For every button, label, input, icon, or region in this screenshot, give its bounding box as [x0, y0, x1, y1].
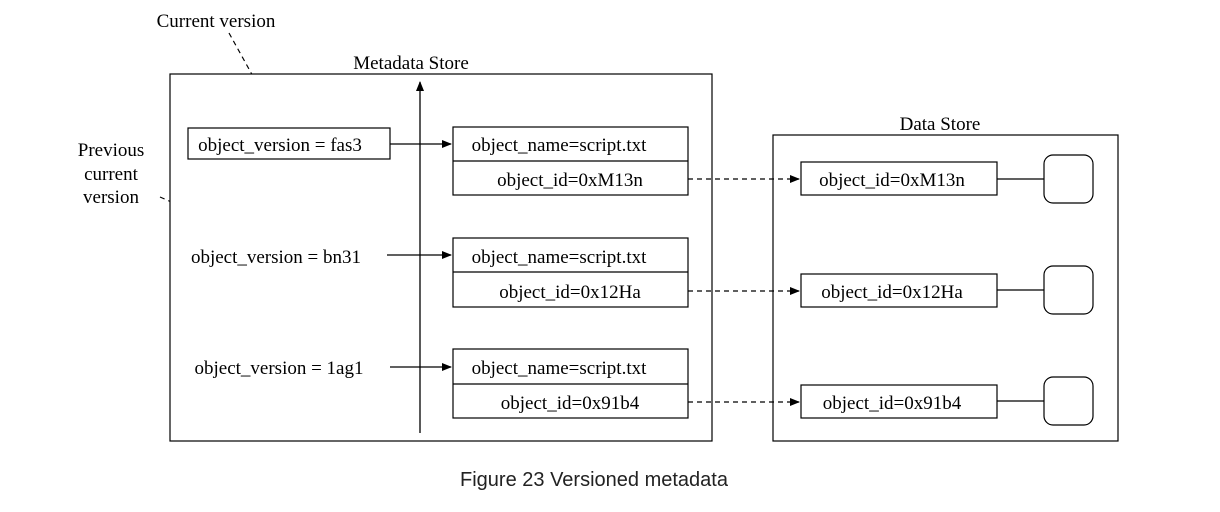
previous-version-label-line3: version — [83, 187, 139, 208]
object-name-3: object_name=script.txt — [472, 358, 648, 379]
data-blob-1 — [1043, 154, 1094, 204]
object-id-3: object_id=0x91b4 — [501, 393, 640, 414]
object-id-2: object_id=0x12Ha — [499, 282, 641, 303]
version-label-3: object_version = 1ag1 — [194, 358, 363, 379]
data-blob-2 — [1043, 265, 1094, 315]
object-name-1: object_name=script.txt — [472, 135, 648, 156]
data-store-title: Data Store — [900, 114, 981, 135]
data-object-id-1: object_id=0xM13n — [819, 170, 965, 191]
current-version-label: Current version — [157, 11, 276, 32]
previous-version-label-line1: Previous — [78, 140, 145, 161]
figure-caption: Figure 23 Versioned metadata — [460, 469, 729, 491]
version-label-2: object_version = bn31 — [191, 247, 361, 268]
data-record-2 — [800, 273, 998, 308]
data-object-id-2: object_id=0x12Ha — [821, 282, 963, 303]
version-label-1: object_version = fas3 — [198, 135, 362, 156]
object-id-1: object_id=0xM13n — [497, 170, 643, 191]
previous-version-label-line2: current — [84, 164, 139, 185]
data-blob-3 — [1043, 376, 1094, 426]
object-name-2: object_name=script.txt — [472, 247, 648, 268]
data-object-id-3: object_id=0x91b4 — [823, 393, 962, 414]
data-record-3 — [800, 384, 998, 419]
metadata-store-title: Metadata Store — [353, 53, 469, 74]
current-version-box — [187, 127, 391, 160]
